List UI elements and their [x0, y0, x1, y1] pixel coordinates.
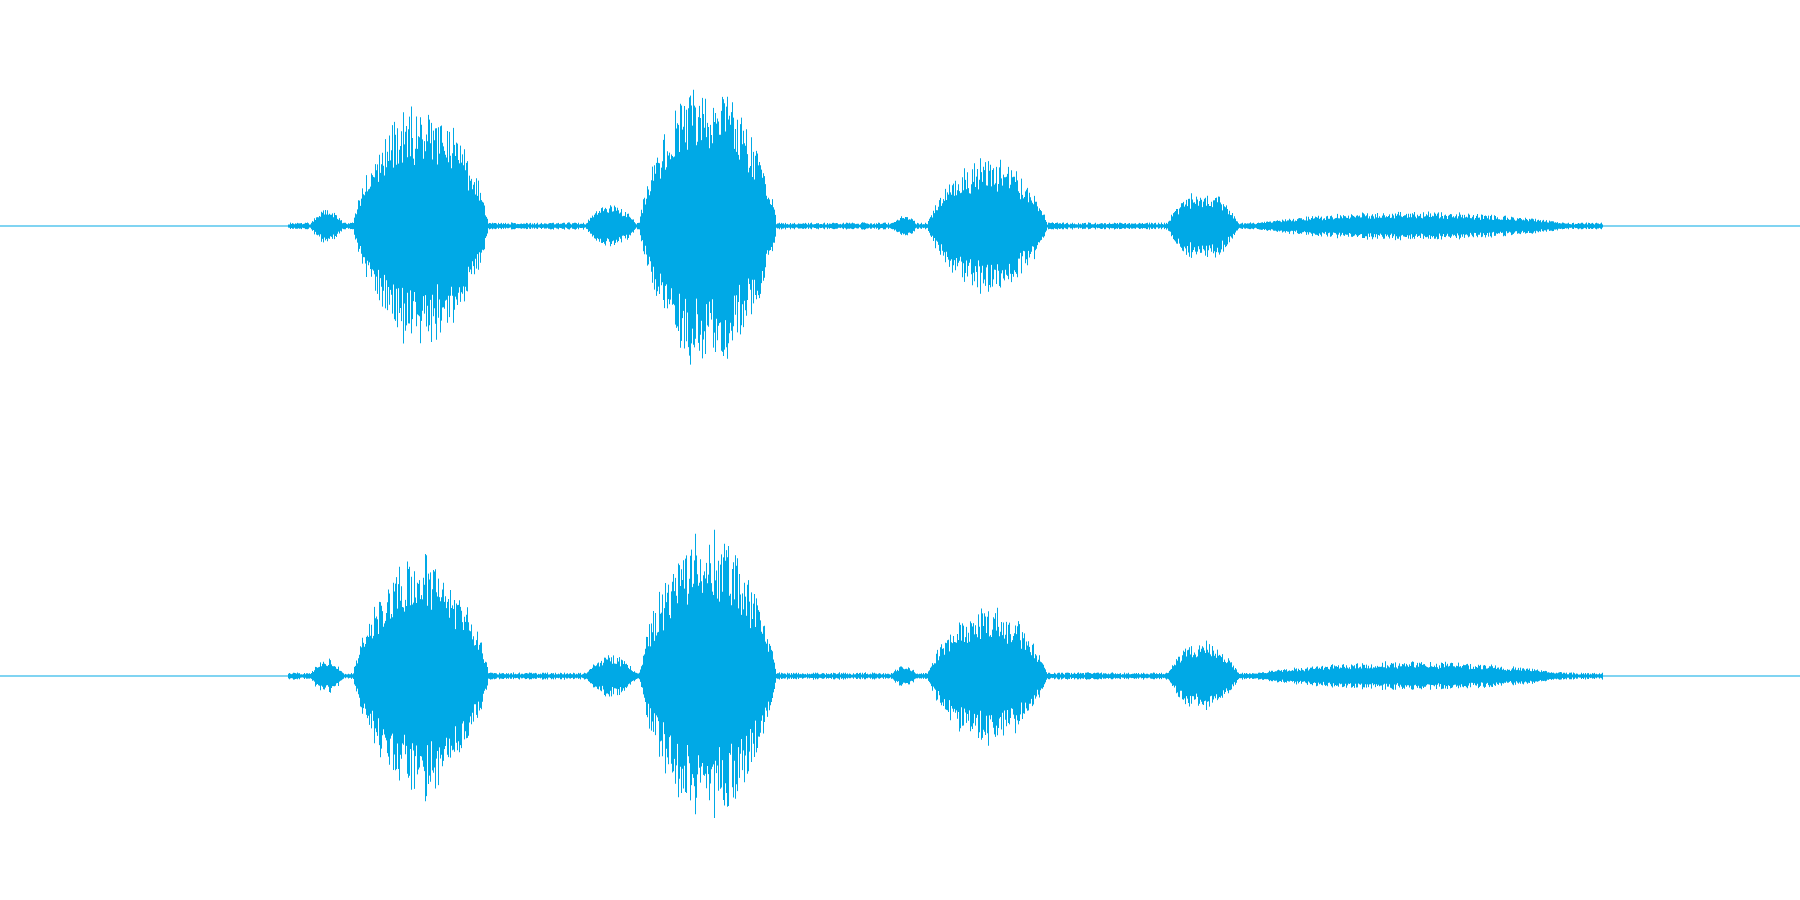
- waveform-samples-left: [0, 89, 1800, 365]
- waveform-samples-right: [0, 529, 1800, 818]
- waveform-envelope: [0, 529, 1800, 818]
- waveform-envelope: [0, 89, 1800, 365]
